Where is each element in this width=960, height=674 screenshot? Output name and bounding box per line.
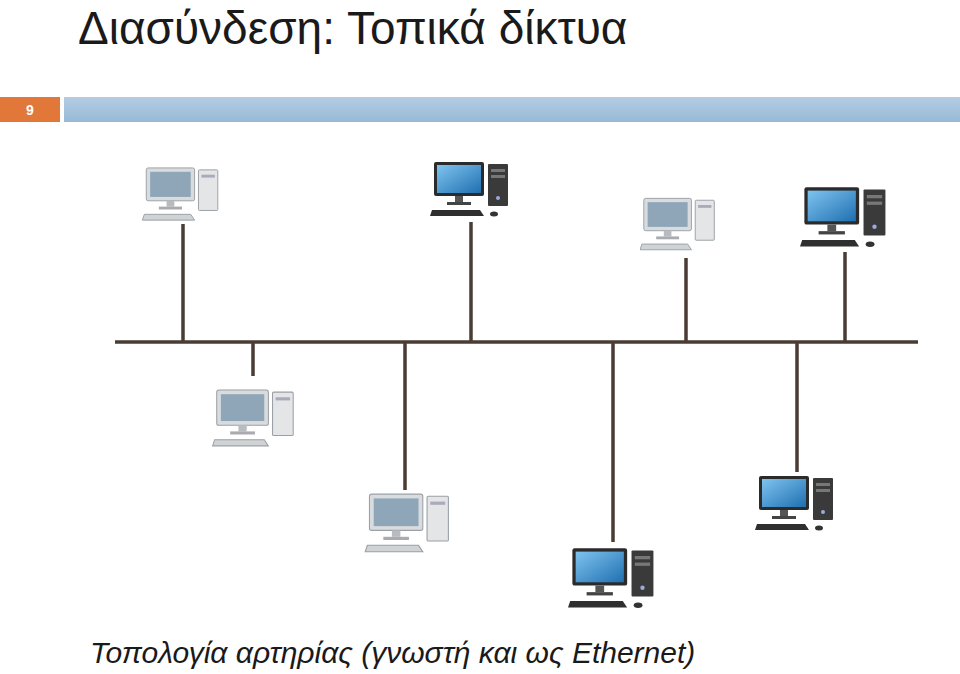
computer-icons <box>142 162 885 608</box>
bus-cable <box>115 222 918 542</box>
slide-number-box <box>0 97 60 122</box>
slide-number-text: 9 <box>26 102 34 118</box>
slide-title: Διασύνδεση: Τοπικά δίκτυα <box>78 0 627 56</box>
slide-caption: Τοπολογία αρτηρίας (γνωστή και ως Ethern… <box>90 634 695 672</box>
header-bar <box>64 97 960 122</box>
slide-number: 9 <box>0 97 60 122</box>
